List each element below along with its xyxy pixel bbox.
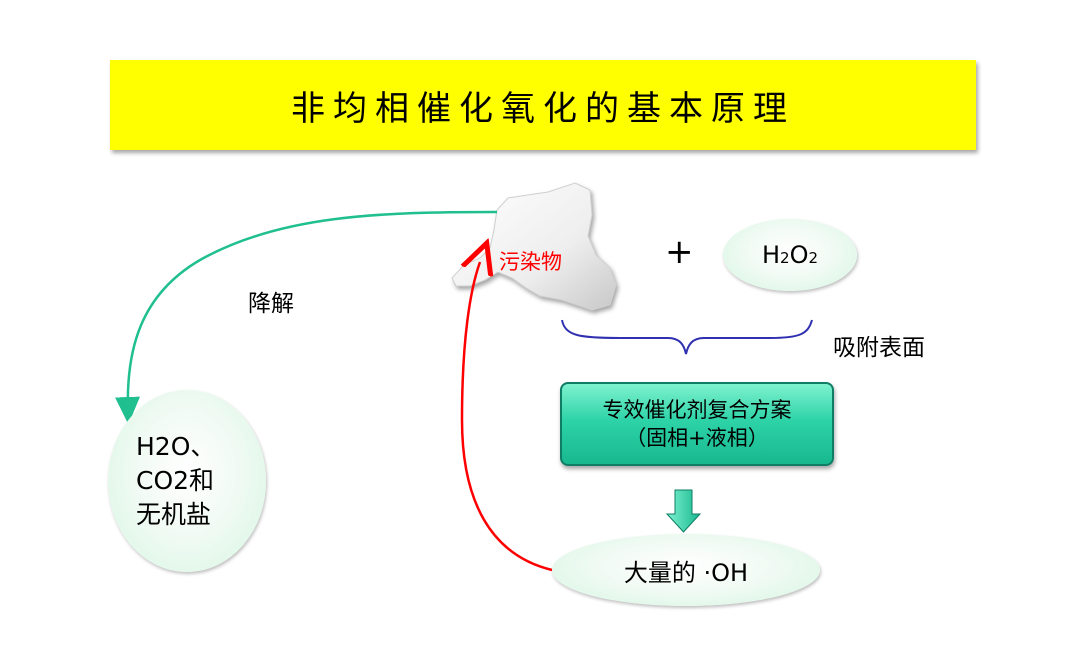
pollutant-label: 污染物	[499, 250, 562, 274]
degrade-label: 降解	[248, 291, 294, 317]
products-line1: H2O、	[136, 432, 216, 461]
h2o2-formula: H2O2	[762, 241, 818, 269]
return-arrow	[460, 262, 553, 572]
products-ellipse: H2O、 CO2和 无机盐	[108, 390, 266, 572]
down-arrow	[665, 489, 702, 533]
hydroxyl-ellipse: 大量的 ·OH	[552, 534, 820, 606]
h2o2-h: H	[761, 241, 781, 269]
title-banner: 非均相催化氧化的基本原理	[110, 60, 976, 150]
h2o2-ellipse: H2O2	[723, 219, 857, 291]
h2o2-sub2: 2	[808, 249, 819, 267]
plus-sign: +	[665, 232, 694, 272]
catalyst-box: 专效催化剂复合方案 （固相+液相）	[560, 382, 834, 466]
degrade-arrow	[115, 210, 498, 425]
catalyst-line2: （固相+液相）	[625, 426, 769, 450]
h2o2-sub1: 2	[780, 249, 790, 267]
h2o2-o: O	[789, 241, 809, 269]
page-title: 非均相催化氧化的基本原理	[291, 88, 795, 129]
adsorb-brace	[561, 319, 813, 355]
adsorb-label: 吸附表面	[833, 335, 925, 361]
products-line2: CO2和	[136, 466, 215, 495]
hydroxyl-label: 大量的 ·OH	[623, 558, 749, 587]
products-line3: 无机盐	[136, 500, 212, 529]
catalyst-line1: 专效催化剂复合方案	[602, 398, 792, 422]
